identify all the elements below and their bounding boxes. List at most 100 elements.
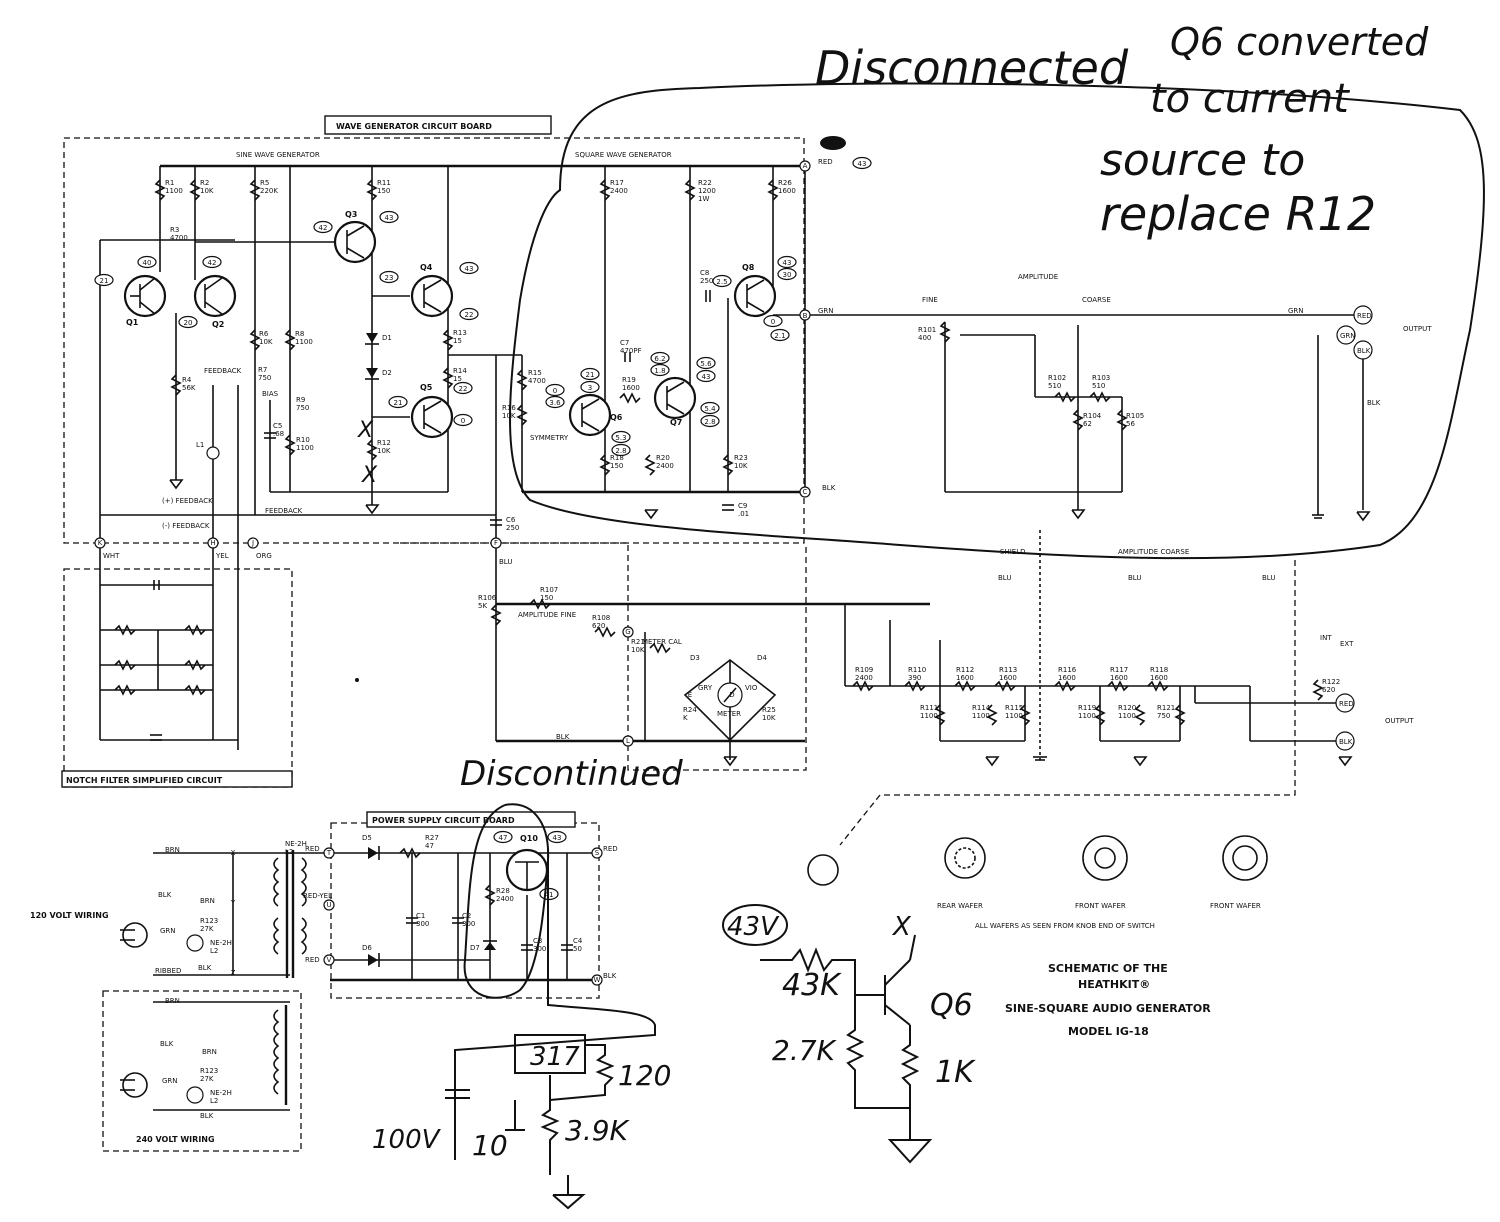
wire-grn-120: GRN xyxy=(160,927,176,935)
wave-board-label: WAVE GENERATOR CIRCUIT BOARD xyxy=(336,122,492,131)
svg-text:Q10: Q10 xyxy=(520,834,538,843)
voltage-badge xyxy=(770,328,790,342)
terminal-u: U xyxy=(326,901,331,909)
voltage-value: 22 xyxy=(459,385,468,393)
terminal-z: Z xyxy=(231,969,236,977)
meter-label: METER xyxy=(717,710,741,718)
label-d4: D4 xyxy=(757,654,767,662)
voltage-badge xyxy=(459,307,479,321)
voltage-value: 47 xyxy=(499,834,508,842)
voltage-value: 3.6 xyxy=(549,399,561,407)
wiring-120v-label: 120 VOLT WIRING xyxy=(30,911,109,920)
wire-blk-out: BLK xyxy=(1367,399,1381,407)
jack-red-bottom: RED xyxy=(1339,700,1354,708)
voltage-value: 0 xyxy=(461,417,465,425)
hand-q6-note-1: Q6 converted xyxy=(1170,20,1429,64)
notch-label-box xyxy=(61,770,293,788)
hand-c10 xyxy=(505,1100,525,1131)
voltage-badge xyxy=(178,315,198,329)
voltage-value: 43 xyxy=(385,214,394,222)
voltage-badge xyxy=(202,255,222,269)
diodes xyxy=(365,333,497,967)
output-label-top: OUTPUT xyxy=(1403,325,1432,333)
voltage-badge xyxy=(696,369,716,383)
voltage-badge xyxy=(94,273,114,287)
hand-q6-note-3: source to xyxy=(1100,135,1305,186)
wire-blk-meter: BLK xyxy=(556,733,570,741)
wiring-240v-label: 240 VOLT WIRING xyxy=(136,1135,215,1144)
wire-blk-240: BLK xyxy=(160,1040,174,1048)
terminal-e: E xyxy=(688,691,692,699)
v240-outline xyxy=(102,990,302,1152)
feedback-label: FEEDBACK xyxy=(204,367,242,375)
svg-text:Q2: Q2 xyxy=(212,320,224,329)
voltage-badge xyxy=(545,383,565,397)
jack-red-label: RED xyxy=(1357,312,1372,320)
ps-out-blk: BLK xyxy=(603,972,617,980)
terminal-y: Y xyxy=(230,899,236,907)
hand-39k-label: 3.9K xyxy=(565,1114,631,1147)
svg-text:Q3: Q3 xyxy=(345,210,357,219)
output-label-bottom: OUTPUT xyxy=(1385,717,1414,725)
voltage-value: 42 xyxy=(208,259,217,267)
wire-ribbed: RIBBED xyxy=(155,967,181,975)
hand-r27k xyxy=(845,995,910,1109)
voltage-value: 5.3 xyxy=(615,434,626,442)
transistor-q6: Q6 xyxy=(568,393,623,437)
voltage-value: 40 xyxy=(143,259,152,267)
transistor-q10: Q10 xyxy=(505,834,549,892)
terminal-b: B xyxy=(803,312,808,320)
transistor-q3: Q3 xyxy=(333,210,377,264)
hand-disconnected: Disconnected xyxy=(815,41,1129,95)
voltage-badge xyxy=(388,395,408,409)
amplitude-fine-label: AMPLITUDE FINE xyxy=(518,611,576,619)
wire-blu-3: BLU xyxy=(1262,574,1275,582)
label-d2: D2 xyxy=(382,369,392,377)
front-wafer-label-1: FRONT WAFER xyxy=(1075,902,1126,910)
stray-dot xyxy=(355,678,359,682)
wire-grn-out: GRN xyxy=(1288,307,1304,315)
amplitude-coarse-label: AMPLITUDE COARSE xyxy=(1118,548,1189,556)
transistor-q8: Q8 xyxy=(733,263,777,318)
wire-blu-f: BLU xyxy=(499,558,512,566)
hand-r1k xyxy=(900,1025,920,1140)
hand-r120 xyxy=(549,1044,615,1101)
switch-decks xyxy=(807,835,1268,886)
square-wave-label: SQUARE WAVE GENERATOR xyxy=(575,151,672,159)
voltage-value: 2.8 xyxy=(615,447,626,455)
label-c9: C9.01 xyxy=(738,502,749,518)
voltage-value: 43 xyxy=(702,373,711,381)
hand-q6-note-2: to current xyxy=(1150,76,1350,122)
wire-blk-top: BLK xyxy=(822,484,836,492)
voltage-badge xyxy=(379,210,399,224)
switch-int: INT xyxy=(1320,634,1332,642)
voltage-value: 30 xyxy=(783,271,792,279)
voltage-badge xyxy=(453,413,473,427)
voltage-value: 2.1 xyxy=(774,332,785,340)
label-l1: L1 xyxy=(196,441,204,449)
hand-q6-note-4: replace R12 xyxy=(1100,187,1376,241)
wire-blu-2: BLU xyxy=(1128,574,1141,582)
voltage-badge xyxy=(852,156,872,170)
